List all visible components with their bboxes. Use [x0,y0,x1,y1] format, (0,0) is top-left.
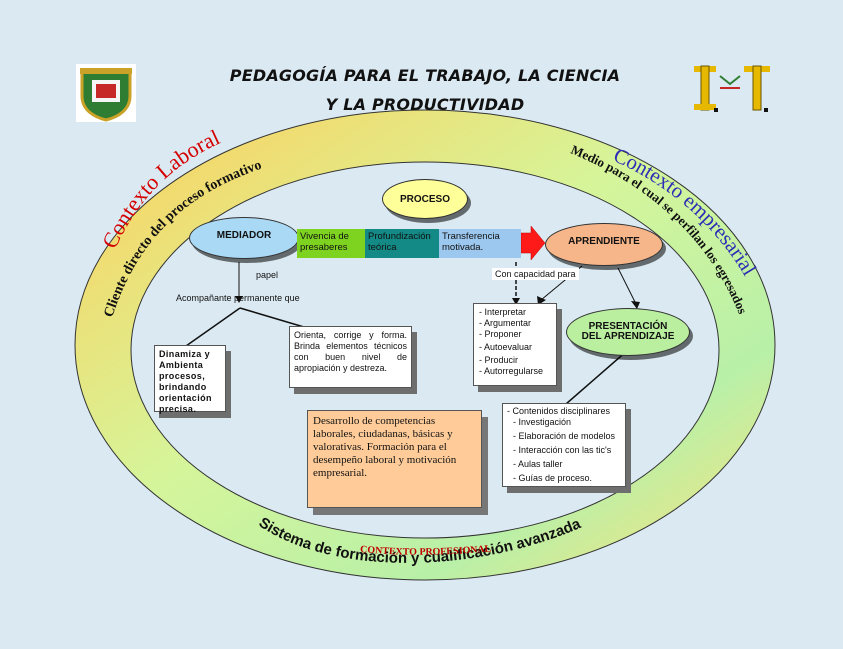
proceso-label: PROCESO [399,193,450,205]
presentacion-item: - Interacción con las tic's [513,445,612,455]
presentacion-item: - Guías de proceso. [513,473,593,483]
acompanante-label: Acompañante permanente que [176,293,300,303]
presentacion-item: - Aulas taller [513,459,563,469]
desarrollo-box: Desarrollo de competencias laborales, ci… [307,410,482,508]
presentacion-item: - Contenidos disciplinares [507,406,611,416]
presentacion-item: - Investigación [513,417,572,427]
capacidad-item: - Proponer [479,329,522,339]
capacidad-item: - Argumentar [479,318,532,328]
line-to-presentacion-items [565,349,629,405]
orienta-box: Orienta, corrige y forma. Brinda element… [289,326,412,388]
aprendiente-to-presentacion [617,267,637,305]
flow-arrow [520,225,546,261]
capacidad-item: - Producir [479,355,519,365]
presentacion-item: - Elaboración de modelos [513,431,616,441]
dinamiza-box: Dinamiza y Ambienta procesos, brindando … [154,345,226,414]
title-line-2: Y LA PRODUCTIVIDAD [325,95,525,114]
vivencia-segment: Vivencia de presaberes [297,229,365,258]
desarrollo-text: Desarrollo de competencias laborales, ci… [313,415,457,479]
profundizacion-label: Profundización teórica [368,231,431,253]
mediador-label: MEDIADOR [216,229,272,241]
capacidad-item: - Autorregularse [479,366,544,376]
presentacion-label: PRESENTACIÓN DEL APRENDIZAJE [581,321,675,342]
arrowhead [631,301,640,309]
arrowhead [537,296,546,305]
proceso-node: PROCESO [382,179,468,219]
it-logo [692,64,772,114]
capacidad-item: - Interpretar [479,307,527,317]
vivencia-label: Vivencia de presaberes [300,231,349,253]
arrowhead [512,298,520,305]
arrowhead [235,296,243,303]
orienta-text: Orienta, corrige y forma. Brinda element… [294,330,407,373]
aprendiente-label: APRENDIENTE [568,236,640,247]
transferencia-segment: Transferencia motivada. [439,229,521,258]
papel-label: papel [256,270,279,280]
crest-logo [76,64,136,122]
dinamiza-text: Dinamiza y Ambienta procesos, brindando … [159,349,212,414]
contexto-profesional-label: CONTEXTO PROFESIONAL [360,543,492,557]
presentacion-items-box: - Contenidos disciplinares - Investigaci… [502,403,626,487]
capacidades-box: - Interpretar - Argumentar - Proponer - … [473,303,557,386]
title-line-1: PEDAGOGÍA PARA EL TRABAJO, LA CIENCIA [229,66,621,85]
presentacion-node: PRESENTACIÓN DEL APRENDIZAJE [566,308,690,356]
aprendiente-node: APRENDIENTE [545,223,663,266]
profundizacion-segment: Profundización teórica [365,229,439,258]
capacidad-item: - Autoevaluar [479,342,533,352]
con-capacidad-label: Con capacidad para [492,268,579,280]
mediador-node: MEDIADOR [189,217,299,259]
line-to-dinamiza [185,307,241,347]
transferencia-label: Transferencia motivada. [442,231,500,253]
